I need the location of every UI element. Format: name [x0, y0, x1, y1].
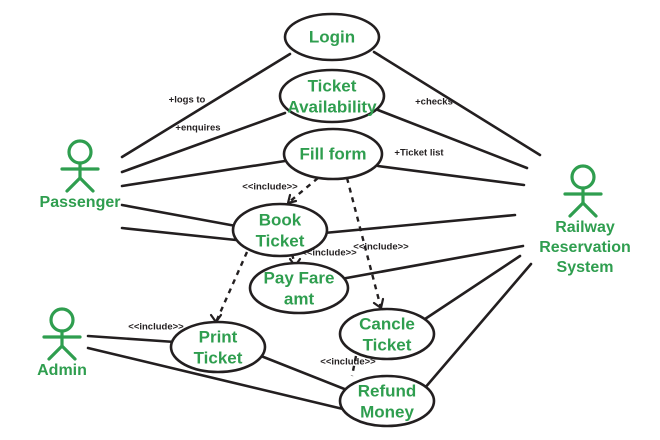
- association-login-railway-reservation-system[interactable]: [372, 50, 542, 157]
- use-case-refund-money[interactable]: Refund Money: [338, 374, 436, 428]
- use-case-label-pay-fare-amt-line1: Pay Fare: [264, 268, 335, 287]
- association-ticket-availability-railway-reservation-system[interactable]: [376, 108, 529, 170]
- edge-label-logs-to: +logs to: [169, 95, 206, 106]
- include-fill-form-to-book-ticket[interactable]: [287, 177, 319, 204]
- use-case-label-print-ticket-line1: Print: [199, 327, 238, 346]
- association-refund-money-railway-reservation-system[interactable]: [422, 262, 533, 391]
- edge-label-ticket-list: +Ticket list: [394, 148, 444, 159]
- edge-labels: +logs to +enquires +checks +Ticket list …: [128, 95, 453, 368]
- association-book-ticket-railway-reservation-system[interactable]: [322, 213, 517, 235]
- edge-label-enquires: +enquires: [175, 123, 220, 134]
- association-passenger-login[interactable]: [120, 52, 292, 159]
- actor-leg-right-icon: [78, 176, 95, 193]
- actor-label-railway-line2: Reservation: [539, 239, 631, 256]
- use-case-ellipse[interactable]: [231, 202, 329, 258]
- use-case-ellipse[interactable]: [169, 320, 267, 374]
- actor-admin[interactable]: Admin: [37, 307, 87, 379]
- use-case-label-login: Login: [309, 27, 355, 46]
- use-case-pay-fare-amt[interactable]: Pay Fare amt: [248, 261, 350, 315]
- edge-label-include-book-ticket-pay-fare: <<include>>: [301, 248, 357, 259]
- actor-leg-right-icon: [581, 201, 598, 218]
- association-fill-form-railway-reservation-system[interactable]: [376, 164, 526, 187]
- actor-head-icon: [67, 139, 93, 165]
- actor-label-admin: Admin: [37, 362, 87, 379]
- association-admin-print-ticket[interactable]: [86, 334, 177, 344]
- actor-leg-left-icon: [65, 176, 82, 193]
- association-passenger-book-ticket[interactable]: [120, 203, 238, 228]
- use-case-book-ticket[interactable]: Book Ticket: [231, 202, 329, 258]
- use-case-cancle-ticket[interactable]: Cancle Ticket: [338, 307, 436, 361]
- use-case-label-ticket-availability-line2: Availability: [287, 97, 377, 116]
- use-case-label-cancle-ticket-line1: Cancle: [359, 314, 415, 333]
- use-case-label-fill-form: Fill form: [299, 144, 366, 163]
- use-case-ellipse[interactable]: [338, 307, 436, 361]
- use-case-ellipse[interactable]: [278, 68, 386, 124]
- actor-label-passenger: Passenger: [40, 194, 121, 211]
- use-case-ellipse[interactable]: [248, 261, 350, 315]
- include-book-ticket-to-print-ticket[interactable]: [214, 251, 249, 323]
- use-case-label-print-ticket-line2: Ticket: [194, 348, 243, 367]
- actor-railway-reservation-system[interactable]: Railway Reservation System: [539, 164, 631, 276]
- actor-head-icon: [570, 164, 596, 190]
- association-lines: [86, 50, 542, 411]
- use-case-label-refund-money-line1: Refund: [358, 381, 417, 400]
- edge-label-include-cancle-ticket-refund-money: <<include>>: [320, 357, 376, 368]
- actor-label-railway-line3: System: [557, 259, 614, 276]
- association-book-ticket-lower-left-1[interactable]: [120, 226, 238, 242]
- edge-label-include-fill-form-book-ticket: <<include>>: [242, 182, 298, 193]
- use-case-fill-form[interactable]: Fill form: [282, 127, 384, 181]
- use-case-label-book-ticket-line2: Ticket: [256, 231, 305, 250]
- edge-label-include-book-ticket-print-ticket: <<include>>: [128, 322, 184, 333]
- association-admin-refund-money[interactable]: [86, 346, 345, 411]
- actor-leg-left-icon: [47, 344, 64, 361]
- edge-label-checks: +checks: [415, 97, 453, 108]
- use-case-label-refund-money-line2: Money: [360, 402, 414, 421]
- use-case-label-ticket-availability-line1: Ticket: [308, 76, 357, 95]
- actor-head-icon: [49, 307, 75, 333]
- use-case-ellipse[interactable]: [282, 127, 384, 181]
- use-case-label-cancle-ticket-line2: Ticket: [363, 335, 412, 354]
- actor-leg-left-icon: [568, 201, 585, 218]
- include-arrow-cancle-ticket: [372, 297, 385, 310]
- use-case-ellipse[interactable]: [338, 374, 436, 428]
- association-passenger-ticket-availability[interactable]: [120, 111, 287, 174]
- association-cancle-ticket-railway-reservation-system[interactable]: [420, 254, 522, 323]
- use-case-ellipse[interactable]: [283, 12, 381, 62]
- actor-label-railway-line1: Railway: [555, 219, 615, 236]
- use-case-print-ticket[interactable]: Print Ticket: [169, 320, 267, 374]
- actor-passenger[interactable]: Passenger: [40, 139, 121, 211]
- edge-label-include-fill-form-cancle-ticket: <<include>>: [353, 242, 409, 253]
- association-pay-fare-railway-reservation-system[interactable]: [339, 244, 525, 281]
- use-case-ticket-availability[interactable]: Ticket Availability: [278, 68, 386, 124]
- include-fill-form-to-cancle-ticket[interactable]: [345, 177, 383, 309]
- use-case-label-book-ticket-line1: Book: [259, 210, 302, 229]
- include-cancle-ticket-to-refund-money[interactable]: [350, 355, 358, 377]
- use-case-login[interactable]: Login: [283, 12, 381, 62]
- association-passenger-fill-form[interactable]: [120, 159, 287, 188]
- actor-leg-right-icon: [60, 344, 77, 361]
- association-print-ticket-lower-right[interactable]: [259, 354, 354, 394]
- include-arrow-book-ticket: [286, 193, 298, 205]
- use-case-label-pay-fare-amt-line2: amt: [284, 289, 315, 308]
